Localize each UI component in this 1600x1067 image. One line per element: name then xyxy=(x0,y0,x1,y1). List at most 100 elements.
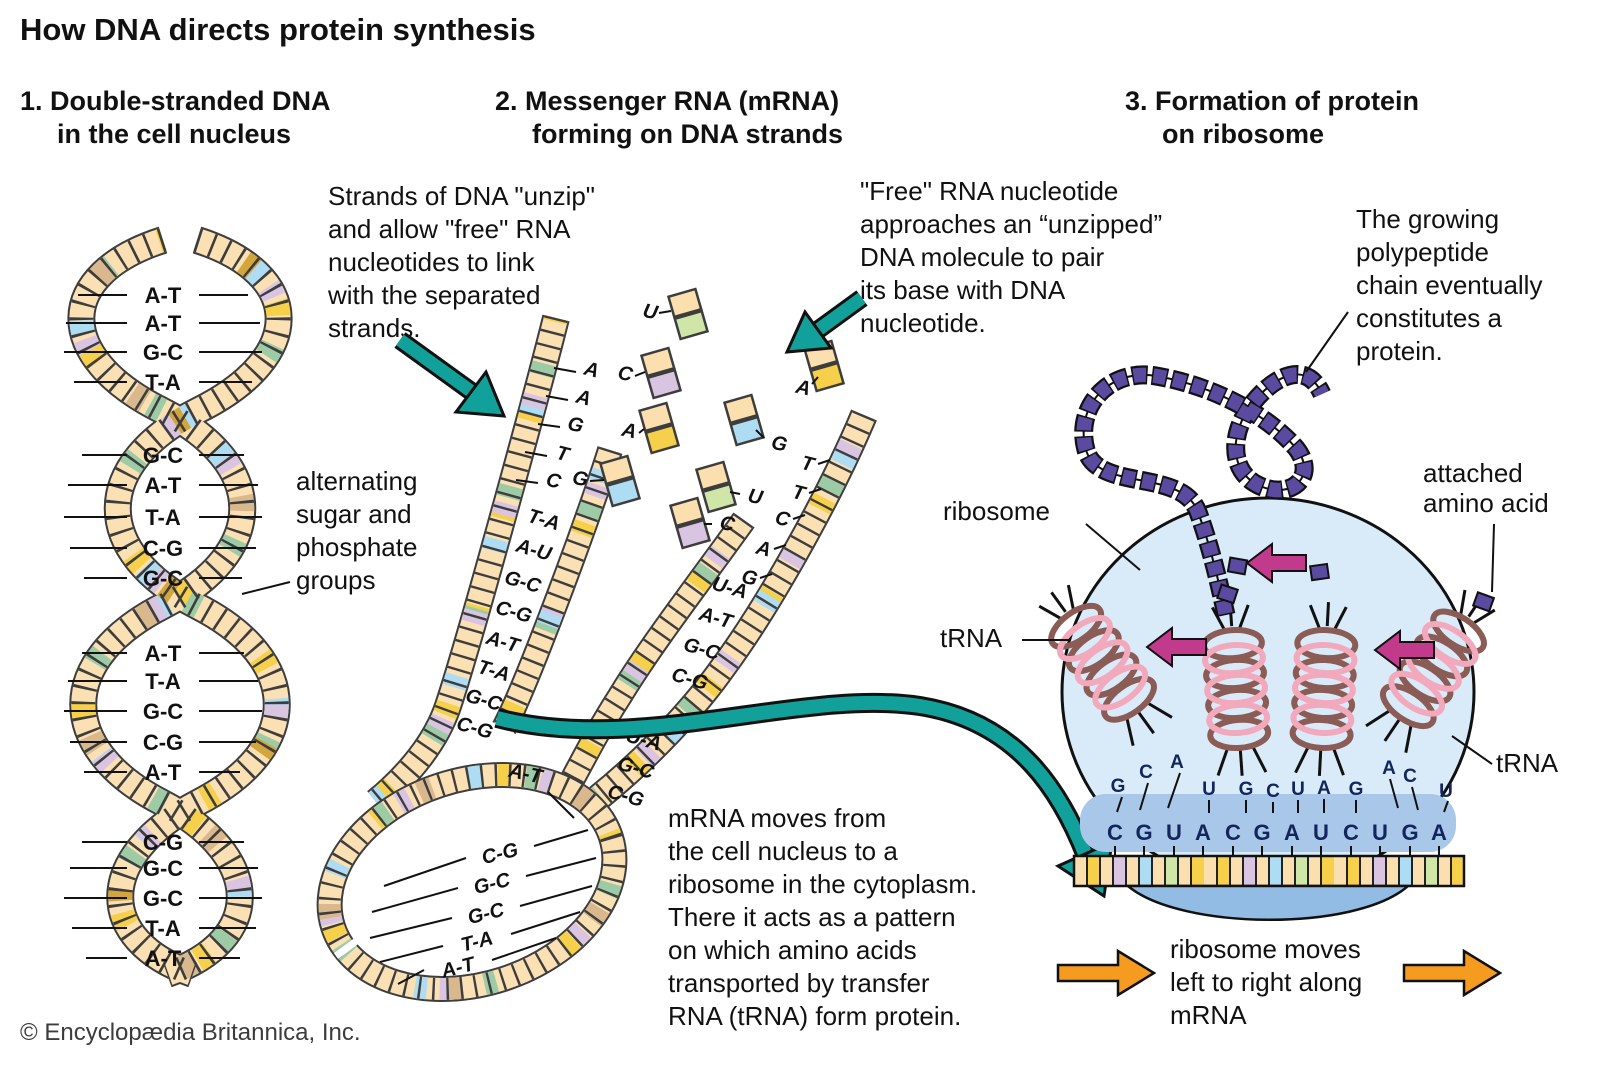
label-ribosome: ribosome xyxy=(943,496,1141,571)
annotation-line: with the separated xyxy=(327,280,540,310)
ribosome-bottom xyxy=(1124,884,1412,921)
amino-acid-square xyxy=(1308,562,1331,582)
heading-3-line2: on ribosome xyxy=(1162,119,1324,149)
base-pair-label: T-A xyxy=(145,370,181,395)
annotation-line: on which amino acids xyxy=(668,935,917,965)
free-base-letter: A xyxy=(793,376,813,401)
copyright-note: © Encyclopædia Britannica, Inc. xyxy=(20,1019,361,1046)
anticodon-letter: A xyxy=(1317,778,1331,799)
amino-acid-square xyxy=(1226,556,1249,576)
annotation-line: ribosome xyxy=(943,496,1050,526)
free-base-letter: C xyxy=(718,512,737,537)
anticodon-letter: U xyxy=(1439,781,1453,802)
free-nucleotide xyxy=(639,346,683,400)
dna-double-helix: A-T A-T G-C T-A G-C A-T T-A C-G G-C A-T … xyxy=(64,240,279,974)
free-nucleotide xyxy=(637,401,681,455)
amino-acid-square xyxy=(1471,591,1496,613)
section-heading-3: 3. Formation of protein on ribosome xyxy=(1125,86,1419,149)
anticodon-letter: U xyxy=(1202,779,1216,800)
section-heading-2: 2. Messenger RNA (mRNA) forming on DNA s… xyxy=(495,86,843,149)
free-base-letter: A xyxy=(619,419,639,444)
codon-letter: G xyxy=(1253,820,1270,845)
annotation-line: alternating xyxy=(296,466,417,496)
base-pair-label: A-T xyxy=(145,283,182,308)
anticodon-letter: G xyxy=(1349,779,1364,800)
base-pair-label: A-T xyxy=(145,641,182,666)
annotation-growing-chain: The growing polypeptide chain eventually… xyxy=(1305,204,1542,373)
annotation-free-rna: "Free" RNA nucleotide approaches an “unz… xyxy=(860,176,1162,338)
free-base-letter: U xyxy=(641,300,660,325)
annotation-line: phosphate xyxy=(296,532,417,562)
anticodon-letter: C xyxy=(1266,781,1280,802)
annotation-line: mRNA xyxy=(1170,1000,1247,1030)
base-pair-label: G-C xyxy=(143,886,183,911)
annotation-line: DNA molecule to pair xyxy=(860,242,1105,272)
ribosome-diagram: G C A U G C U A G A C U C G U A C G A U … xyxy=(1028,374,1506,921)
free-base-letter: G xyxy=(769,432,789,457)
codon-ticks xyxy=(1114,772,1449,858)
anticodon-letter: U xyxy=(1291,779,1305,800)
heading-3-line1: 3. Formation of protein xyxy=(1125,86,1419,116)
codon-letter: G xyxy=(1401,820,1418,845)
annotation-line: attached xyxy=(1423,458,1523,488)
pair-label: C-G xyxy=(480,839,521,869)
strand-base-letter: C xyxy=(544,469,564,494)
base-pair-label: G-C xyxy=(143,340,183,365)
pair-label: G-C xyxy=(463,685,505,716)
label-attached-amino-acid: attached amino acid xyxy=(1423,458,1549,593)
base-pair-leader-lines xyxy=(64,294,262,959)
free-base-letter: U xyxy=(746,485,765,510)
strand-base-letter: T xyxy=(790,481,809,506)
pair-label: C-G xyxy=(454,713,495,744)
annotation-line: ribosome moves xyxy=(1170,934,1361,964)
anticodon-letter: G xyxy=(1239,779,1254,800)
strand-base-letter: G xyxy=(739,566,759,591)
pair-label: G-C xyxy=(502,567,544,598)
annotation-line: nucleotide. xyxy=(860,308,986,338)
free-nucleotide-arrow-icon xyxy=(784,290,868,354)
annotation-line: Strands of DNA "unzip" xyxy=(328,181,595,211)
free-nucleotide xyxy=(722,393,766,447)
annotation-line: sugar and xyxy=(296,499,412,529)
free-base-letter: G xyxy=(570,467,590,492)
base-pair-label: C-G xyxy=(143,830,183,855)
translation-direction-arrow-icon xyxy=(1245,541,1307,585)
pair-label: G-C xyxy=(681,634,723,665)
base-pair-label: A-T xyxy=(145,473,182,498)
ribosome-direction-arrow-left-icon xyxy=(1056,948,1157,998)
label-trna-left: tRNA xyxy=(940,623,1070,653)
annotation-line: tRNA xyxy=(940,623,1003,653)
free-base-letter: C xyxy=(616,362,635,387)
strand-base-letter: A xyxy=(581,358,601,383)
heading-2-line1: 2. Messenger RNA (mRNA) xyxy=(495,86,839,116)
base-pair-label: A-T xyxy=(145,946,182,971)
free-nucleotide xyxy=(666,287,710,341)
annotation-line: amino acid xyxy=(1423,488,1549,518)
annotation-line: The growing xyxy=(1356,204,1499,234)
free-nucleotide xyxy=(668,496,712,550)
codon-letter: A xyxy=(1284,820,1300,845)
codon-letter: C xyxy=(1107,820,1123,845)
base-pair-label: A-T xyxy=(145,760,182,785)
annotation-unzip: Strands of DNA "unzip" and allow "free" … xyxy=(327,181,595,343)
translation-direction-arrow-icon xyxy=(1373,628,1435,672)
pair-label: G-C xyxy=(466,899,507,929)
pair-label: A-U xyxy=(513,534,555,565)
anticodon-letter: C xyxy=(1403,766,1417,787)
strand-base-letter: C xyxy=(773,507,793,532)
heading-1-line2: in the cell nucleus xyxy=(57,119,291,149)
annotation-line: left to right along xyxy=(1170,967,1362,997)
anticodon-letter: A xyxy=(1170,752,1184,773)
annotation-mrna-moves: mRNA moves from the cell nucleus to a ri… xyxy=(668,803,977,1031)
pair-label: A-T xyxy=(483,627,524,658)
anticodon-letter: C xyxy=(1139,762,1153,783)
annotation-line: protein. xyxy=(1356,336,1443,366)
ribosome-direction-arrow-right-icon xyxy=(1402,948,1503,998)
annotation-line: ribosome in the cytoplasm. xyxy=(668,869,977,899)
base-pair-label: T-A xyxy=(145,669,181,694)
base-pair-label: G-C xyxy=(143,699,183,724)
annotation-line: and allow "free" RNA xyxy=(328,214,571,244)
strand-base-letter: T xyxy=(799,452,818,477)
annotation-line: its base with DNA xyxy=(860,275,1066,305)
heading-1-line1: 1. Double-stranded DNA xyxy=(20,86,331,116)
